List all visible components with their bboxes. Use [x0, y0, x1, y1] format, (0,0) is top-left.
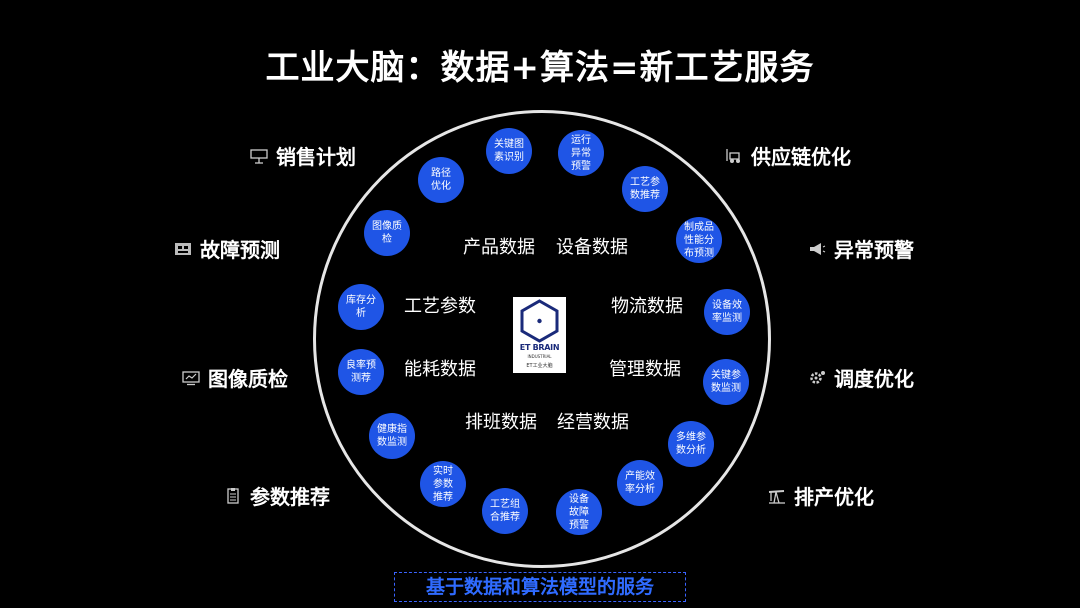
machine-icon	[174, 241, 192, 257]
left-item-sales-plan: 销售计划	[250, 141, 356, 170]
node-inventory-analysis[interactable]: 库存分 析	[338, 284, 384, 330]
left-item-param-recommend: 参数推荐	[224, 481, 330, 510]
et-brain-logo: ET BRAIN INDUSTRIAL ET工业大脑	[513, 297, 566, 373]
monitor-icon	[182, 370, 200, 386]
logo-caption: ET工业大脑	[526, 363, 553, 369]
node-capacity-efficiency-analysis[interactable]: 产能效 率分析	[617, 460, 663, 506]
left-item-image-inspection: 图像质检	[182, 363, 288, 392]
left-item-label: 故障预测	[200, 238, 280, 262]
right-item-supply-chain: 供应链优化	[725, 141, 851, 170]
left-item-fault-prediction: 故障预测	[174, 234, 280, 263]
forklift-icon	[725, 148, 743, 164]
node-key-pixel-recognition[interactable]: 关键图 素识别	[486, 128, 532, 174]
page-title: 工业大脑：数据+算法=新工艺服务	[265, 48, 815, 88]
node-equipment-fault-alert[interactable]: 设备 故障 预警	[556, 489, 602, 535]
label-energy-data: 能耗数据	[404, 359, 476, 380]
label-operation-data: 经营数据	[557, 412, 629, 433]
clipboard-icon	[224, 487, 242, 504]
gear-icon	[808, 370, 826, 386]
node-yield-forecast[interactable]: 良率预 测荐	[338, 349, 384, 395]
label-management-data: 管理数据	[609, 359, 681, 380]
hexagon-icon	[520, 299, 559, 343]
node-equipment-efficiency-monitor[interactable]: 设备效 率监测	[704, 289, 750, 335]
right-item-scheduling: 调度优化	[808, 363, 914, 392]
oil-pump-icon	[768, 488, 786, 504]
node-process-param-recommend[interactable]: 工艺参 数推荐	[622, 166, 668, 212]
node-image-quality-check[interactable]: 图像质 检	[364, 210, 410, 256]
sale-sign-icon	[250, 148, 268, 164]
label-equipment-data: 设备数据	[556, 237, 628, 258]
right-item-anomaly-alert: 异常预警	[808, 234, 914, 263]
left-item-label: 参数推荐	[250, 485, 330, 509]
logo-title: ET BRAIN	[519, 343, 560, 352]
right-item-label: 调度优化	[834, 367, 914, 391]
label-process-params: 工艺参数	[404, 296, 476, 317]
node-runtime-anomaly-alert[interactable]: 运行 异常 预警	[558, 130, 604, 176]
node-multidim-param-analysis[interactable]: 多维参 数分析	[668, 421, 714, 467]
node-health-index-monitor[interactable]: 健康指 数监测	[369, 413, 415, 459]
label-product-data: 产品数据	[463, 237, 535, 258]
left-item-label: 图像质检	[208, 367, 288, 391]
right-item-label: 排产优化	[794, 485, 874, 509]
left-item-label: 销售计划	[276, 145, 356, 169]
label-logistics-data: 物流数据	[611, 296, 683, 317]
megaphone-icon	[808, 241, 826, 257]
node-key-param-monitor[interactable]: 关键参 数监测	[703, 359, 749, 405]
node-route-optimization[interactable]: 路径 优化	[418, 157, 464, 203]
logo-subtitle: INDUSTRIAL	[527, 354, 552, 359]
right-item-production-scheduling: 排产优化	[768, 481, 874, 510]
right-item-label: 异常预警	[834, 238, 914, 262]
node-process-combo-recommend[interactable]: 工艺组 合推荐	[482, 488, 528, 534]
outer-ring	[313, 110, 771, 568]
node-product-performance-forecast[interactable]: 制成品 性能分 布预测	[676, 217, 722, 263]
label-shift-data: 排班数据	[465, 412, 537, 433]
footer-caption: 基于数据和算法模型的服务	[394, 572, 686, 602]
right-item-label: 供应链优化	[751, 145, 851, 169]
node-realtime-param-recommend[interactable]: 实时 参数 推荐	[420, 461, 466, 507]
